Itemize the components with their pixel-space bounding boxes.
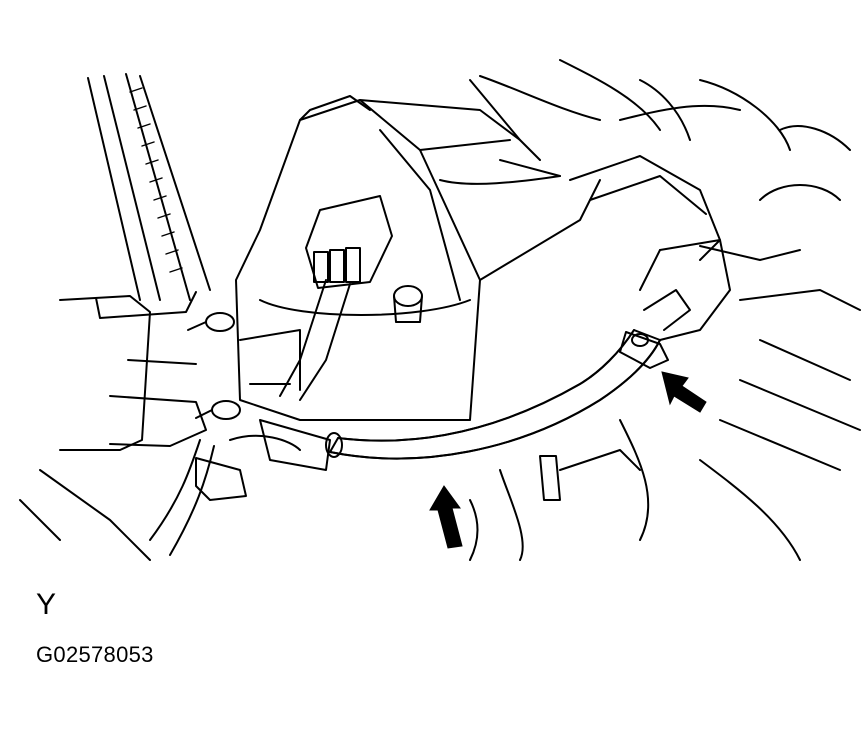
hose (259, 329, 661, 471)
radiator-core (19, 73, 211, 561)
figure-id: G02578053 (36, 642, 154, 667)
background-structure (469, 59, 691, 177)
intake-ducting (569, 79, 861, 561)
fitting (393, 285, 423, 323)
indicator-arrow-bottom (429, 485, 463, 549)
hose-clamp (619, 289, 691, 369)
engine-bay-illustration (19, 59, 861, 561)
hose-clip-left (187, 312, 241, 420)
component-housing (235, 95, 601, 421)
view-label: Y (36, 588, 57, 621)
wiring-harness (149, 434, 301, 556)
lower-clips (469, 449, 641, 561)
indicator-arrow-right (661, 371, 707, 413)
electrical-connector (279, 195, 393, 401)
